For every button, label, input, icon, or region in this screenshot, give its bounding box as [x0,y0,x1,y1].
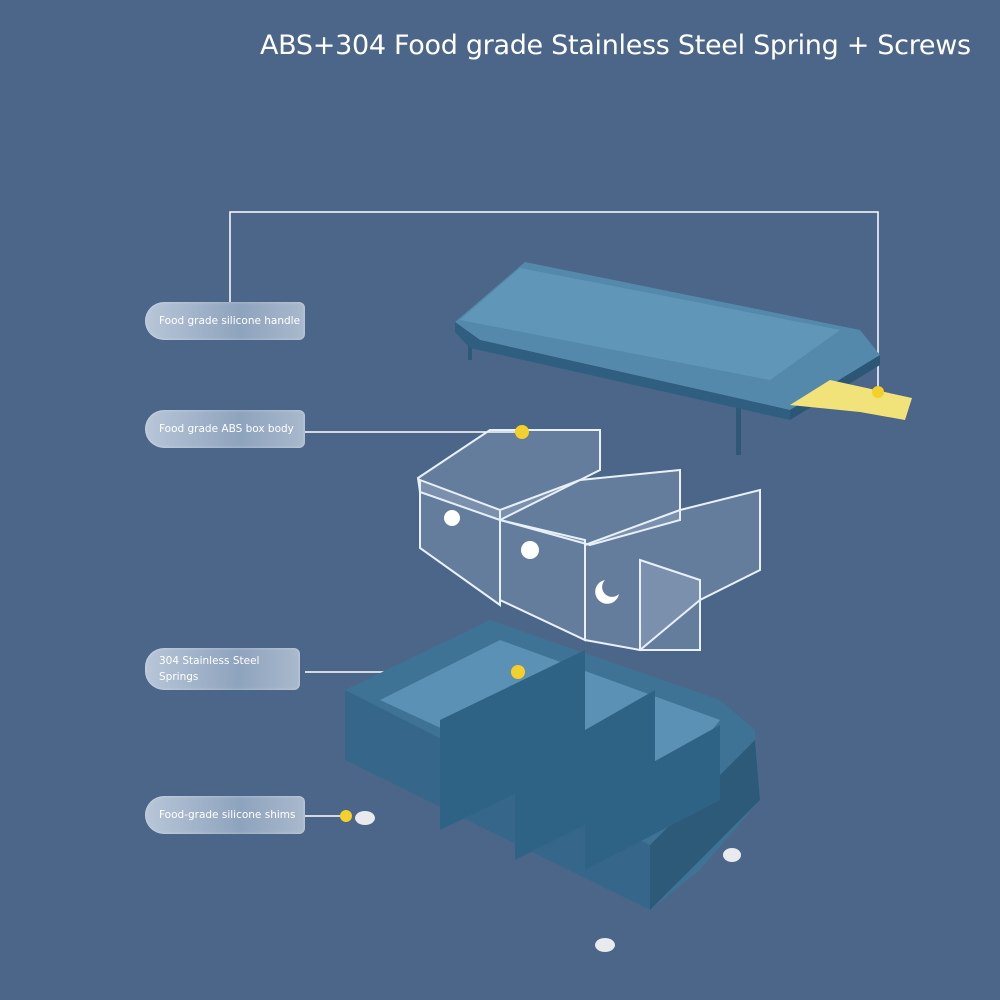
moon-icon [595,580,619,604]
box-body [416,429,761,652]
compartment-icons [444,510,619,604]
label-abs-box-body: Food grade ABS box body [145,410,305,448]
label-silicone-handle: Food grade silicone handle [145,302,305,340]
sunrise-icon [444,510,460,526]
sun-icon [521,541,539,559]
page-title: ABS+304 Food grade Stainless Steel Sprin… [260,30,971,61]
silicone-handle [790,380,912,420]
base-tray [345,620,760,910]
label-steel-springs: 304 Stainless Steel Springs [145,648,300,690]
marker-dots [340,386,884,822]
label-silicone-shims: Food-grade silicone shims [145,796,305,834]
lid [455,262,912,455]
silicone-shims [355,811,741,952]
